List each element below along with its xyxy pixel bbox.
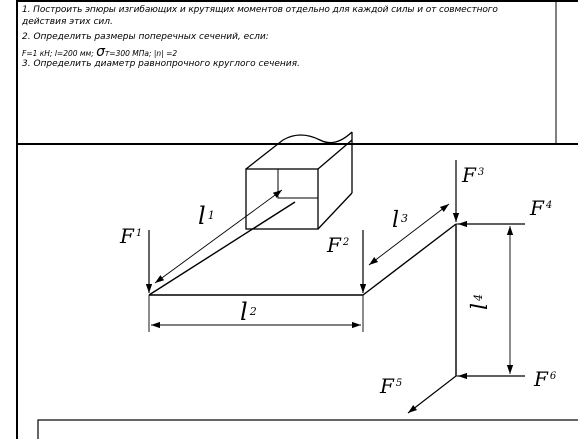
given-data: F=1 кН; l=200 мм; σT=300 МПа; |n| =2 xyxy=(22,44,177,60)
sigma-subscript: T xyxy=(105,50,110,58)
given-prefix: F=1 кН; l=200 мм; xyxy=(22,49,94,58)
task-item-1-continued: действия этих сил. xyxy=(22,17,113,27)
force-arrows xyxy=(145,160,525,414)
force-f5-arrow xyxy=(407,375,457,414)
task-item-3: 3. Определить диаметр равнопрочного круг… xyxy=(22,59,300,69)
task-item-1: 1. Построить эпюры изгибающих и крутящих… xyxy=(22,5,498,15)
frame-bars xyxy=(148,201,457,376)
given-suffix: =300 МПа; |n| =2 xyxy=(109,49,178,58)
label-l4: l4 xyxy=(468,294,493,310)
task-item-2: 2. Определить размеры поперечных сечений… xyxy=(22,32,269,42)
beam-block xyxy=(245,131,353,230)
sigma-symbol: σ xyxy=(96,44,106,60)
sheet-frame xyxy=(16,0,578,439)
